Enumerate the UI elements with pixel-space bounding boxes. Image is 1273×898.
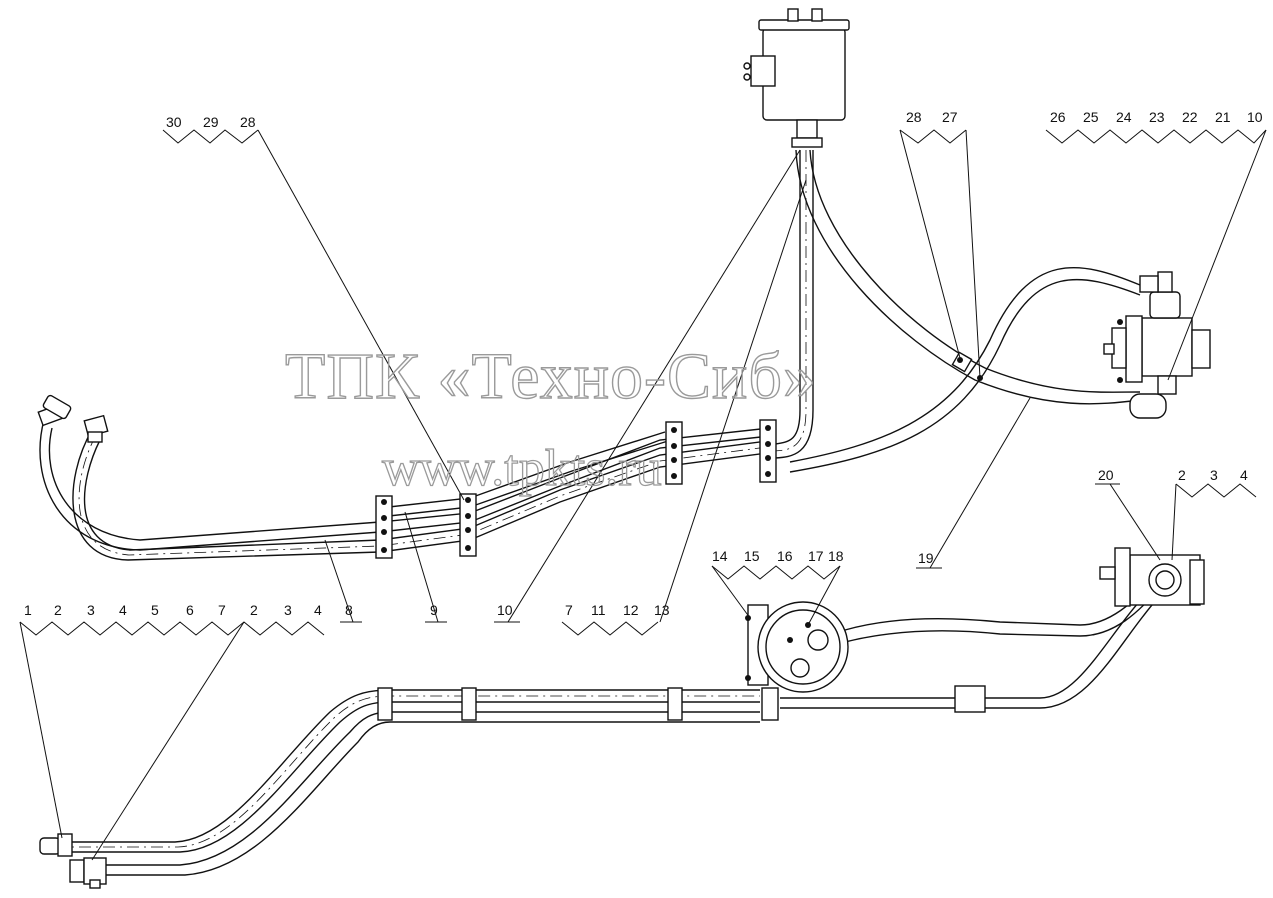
upper-clamps	[375, 351, 983, 559]
leader-lines	[19, 129, 1267, 861]
watermark-url: www.tpkts.ru	[382, 440, 662, 497]
steering-pump	[1103, 271, 1211, 419]
callout-7: 7	[218, 602, 226, 618]
callout-25: 25	[1083, 109, 1099, 125]
callout-4: 4	[1240, 467, 1248, 483]
callout-1: 1	[24, 602, 32, 618]
lower-pipe-bundle	[55, 583, 1159, 876]
callout-9: 9	[430, 602, 438, 618]
callout-27: 27	[942, 109, 958, 125]
callout-8: 8	[345, 602, 353, 618]
callout-2: 2	[1178, 467, 1186, 483]
lower-left-fittings	[39, 833, 107, 889]
callout-28: 28	[240, 114, 256, 130]
callout-4: 4	[314, 602, 322, 618]
callout-2: 2	[250, 602, 258, 618]
callout-15: 15	[744, 548, 760, 564]
callout-13: 13	[654, 602, 670, 618]
callout-12: 12	[623, 602, 639, 618]
watermark: ТПК «Техно-Сиб» www.tpkts.ru	[284, 339, 817, 497]
callout-18: 18	[828, 548, 844, 564]
callout-7: 7	[565, 602, 573, 618]
callout-14: 14	[712, 548, 728, 564]
callout-17: 17	[808, 548, 824, 564]
callout-10: 10	[497, 602, 513, 618]
callout-22: 22	[1182, 109, 1198, 125]
callout-28: 28	[906, 109, 922, 125]
power-steering-unit	[1099, 547, 1205, 607]
watermark-company: ТПК «Техно-Сиб»	[285, 340, 817, 413]
callout-16: 16	[777, 548, 793, 564]
callout-19: 19	[918, 550, 934, 566]
upper-pipe-bundle	[37, 149, 1141, 561]
callout-3: 3	[284, 602, 292, 618]
callout-3: 3	[1210, 467, 1218, 483]
callout-26: 26	[1050, 109, 1066, 125]
callout-10: 10	[1247, 109, 1263, 125]
oil-reservoir	[743, 8, 850, 148]
callout-24: 24	[1116, 109, 1132, 125]
callout-30: 30	[166, 114, 182, 130]
callout-11: 11	[591, 602, 606, 618]
callout-4: 4	[119, 602, 127, 618]
callout-5: 5	[151, 602, 159, 618]
callout-numbers: 30 29 28 28 27 26 25 24 23 22 21 10 1 2 …	[24, 109, 1263, 618]
callout-21: 21	[1215, 109, 1231, 125]
callout-6: 6	[186, 602, 194, 618]
oil-filter	[745, 601, 849, 693]
callout-23: 23	[1149, 109, 1165, 125]
lower-clamps	[377, 685, 986, 721]
callout-2: 2	[54, 602, 62, 618]
callout-3: 3	[87, 602, 95, 618]
callout-20: 20	[1098, 467, 1114, 483]
callout-29: 29	[203, 114, 219, 130]
